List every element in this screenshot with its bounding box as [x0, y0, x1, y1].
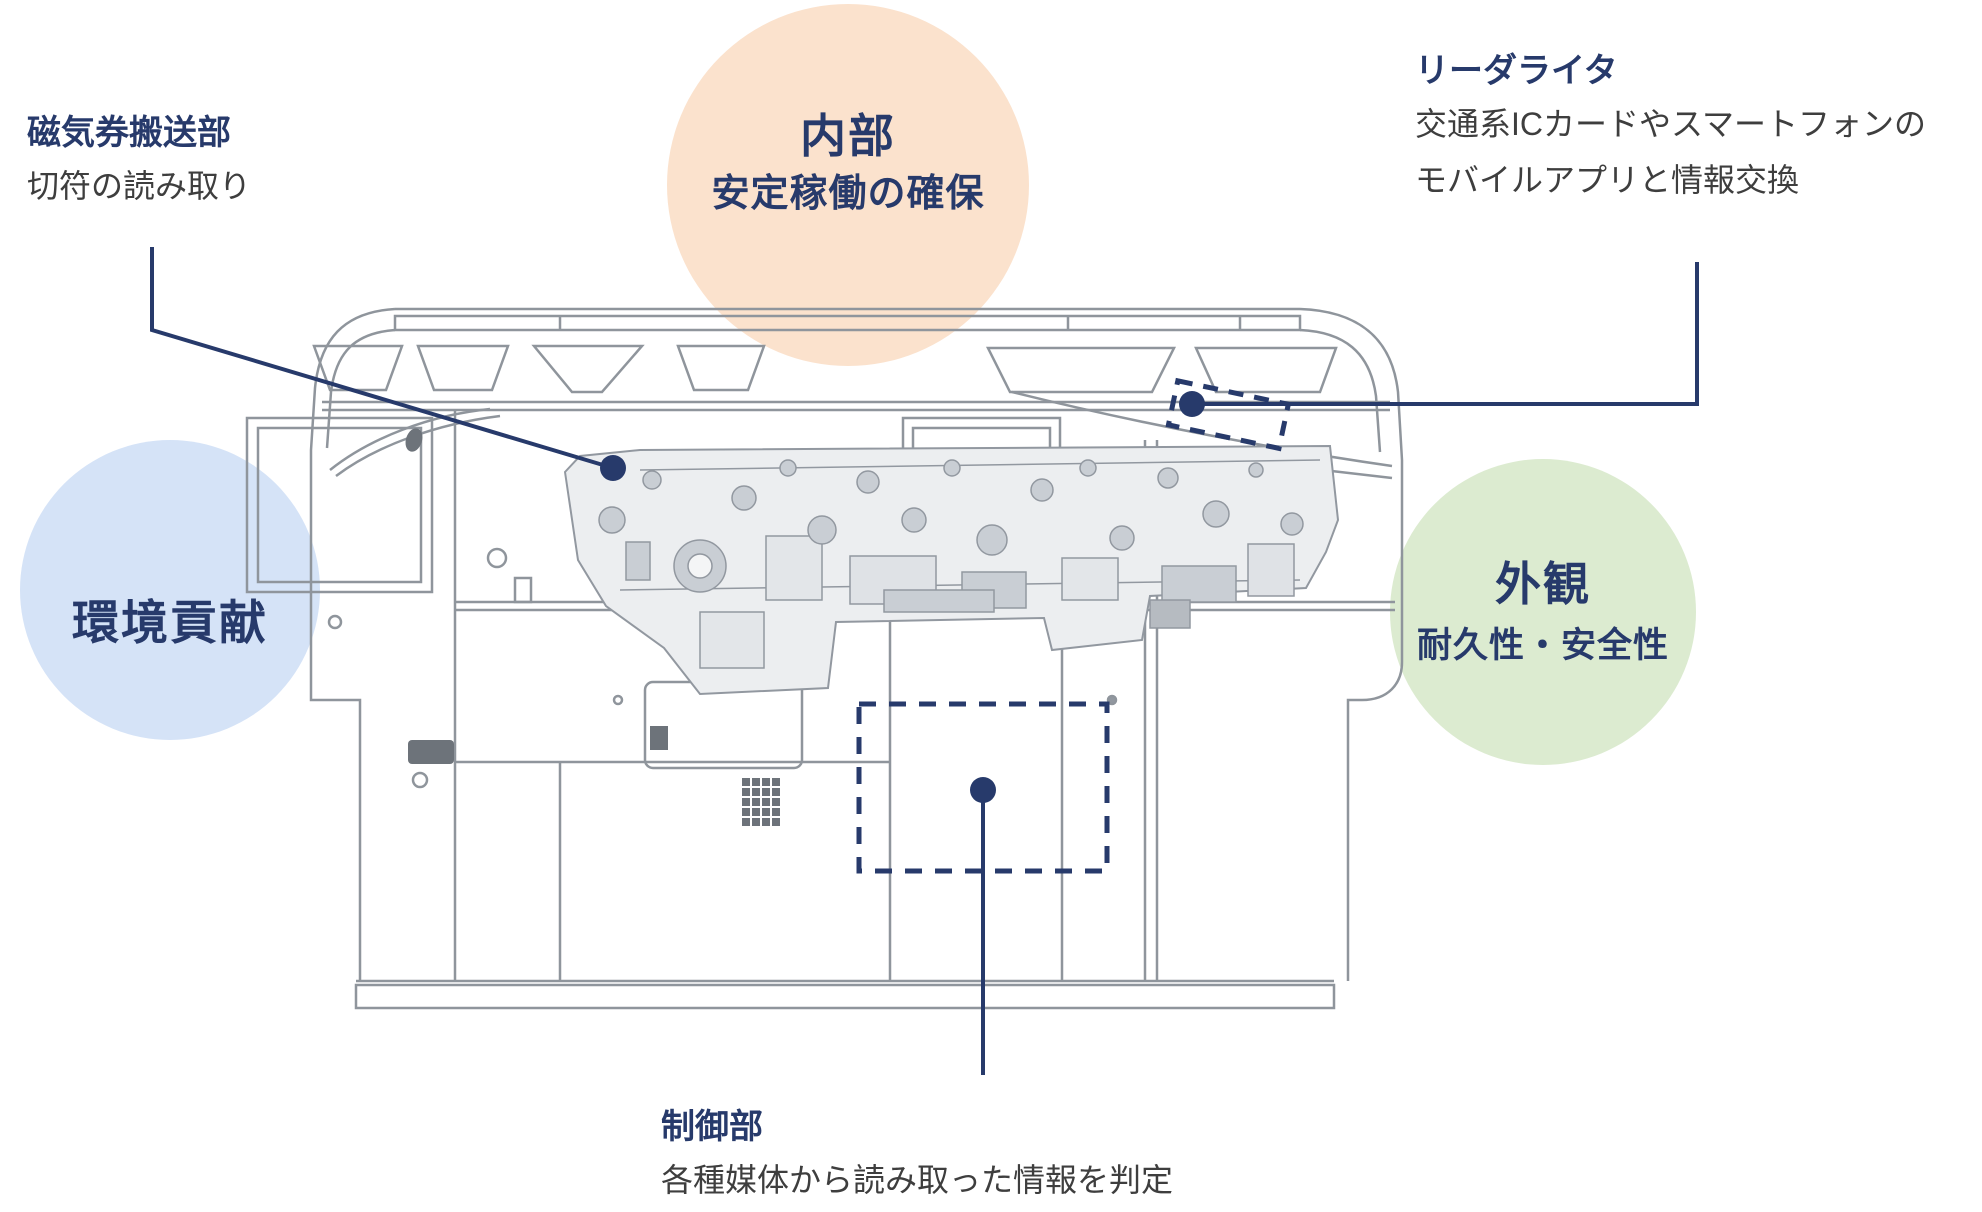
mechanism-texture	[598, 459, 1321, 669]
interior-highlight-circle: 内部 安定稼働の確保	[667, 4, 1029, 366]
top-panels	[312, 344, 1338, 394]
note-magnetic-title: 磁気券搬送部	[27, 114, 231, 152]
environment-title: 環境貢献	[72, 595, 268, 649]
callout-dot-reader	[1179, 391, 1205, 417]
lower-front	[327, 410, 1118, 981]
mechanism	[563, 444, 1340, 696]
access-panel	[643, 680, 804, 770]
vent-grid	[742, 778, 780, 826]
top-rail	[393, 314, 1302, 332]
interior-subtitle: 安定稼働の確保	[711, 173, 985, 215]
dashed-region-control	[856, 701, 1110, 874]
note-control: 制御部 各種媒体から読み取った情報を判定	[661, 1104, 1173, 1208]
callout-line-reader	[1192, 262, 1699, 406]
callouts	[150, 247, 1699, 1075]
note-reader-desc-line1: 交通系ICカードやスマートフォンの	[1415, 105, 1927, 142]
dashed-region-reader	[1165, 377, 1292, 452]
note-magnetic-desc: 切符の読み取り	[27, 167, 252, 204]
interior-title: 内部	[800, 109, 896, 162]
callout-dot-magnetic	[600, 455, 626, 481]
callout-line-magnetic	[150, 247, 614, 470]
left-hood-curve	[329, 407, 491, 471]
right-hood-curve	[1011, 390, 1393, 468]
note-reader: リーダライタ 交通系ICカードやスマートフォンの モバイルアプリと情報交換	[1415, 48, 1926, 208]
note-control-title: 制御部	[661, 1108, 763, 1146]
exterior-title: 外観	[1495, 558, 1591, 611]
left-end-cap	[309, 307, 396, 981]
left-pocket	[245, 416, 434, 594]
exterior-subtitle: 耐久性・安全性	[1416, 625, 1669, 665]
note-reader-desc-line2: モバイルアプリと情報交換	[1415, 161, 1800, 198]
exterior-highlight-circle: 外観 耐久性・安全性	[1390, 459, 1696, 765]
note-control-desc: 各種媒体から読み取った情報を判定	[661, 1161, 1174, 1198]
base	[354, 979, 1336, 1010]
note-reader-title: リーダライタ	[1415, 52, 1618, 90]
note-magnetic: 磁気券搬送部 切符の読み取り	[27, 110, 251, 214]
gate-dark-details	[405, 428, 780, 826]
environment-highlight-circle: 環境貢献	[20, 440, 320, 740]
right-end-cap	[1299, 307, 1404, 981]
